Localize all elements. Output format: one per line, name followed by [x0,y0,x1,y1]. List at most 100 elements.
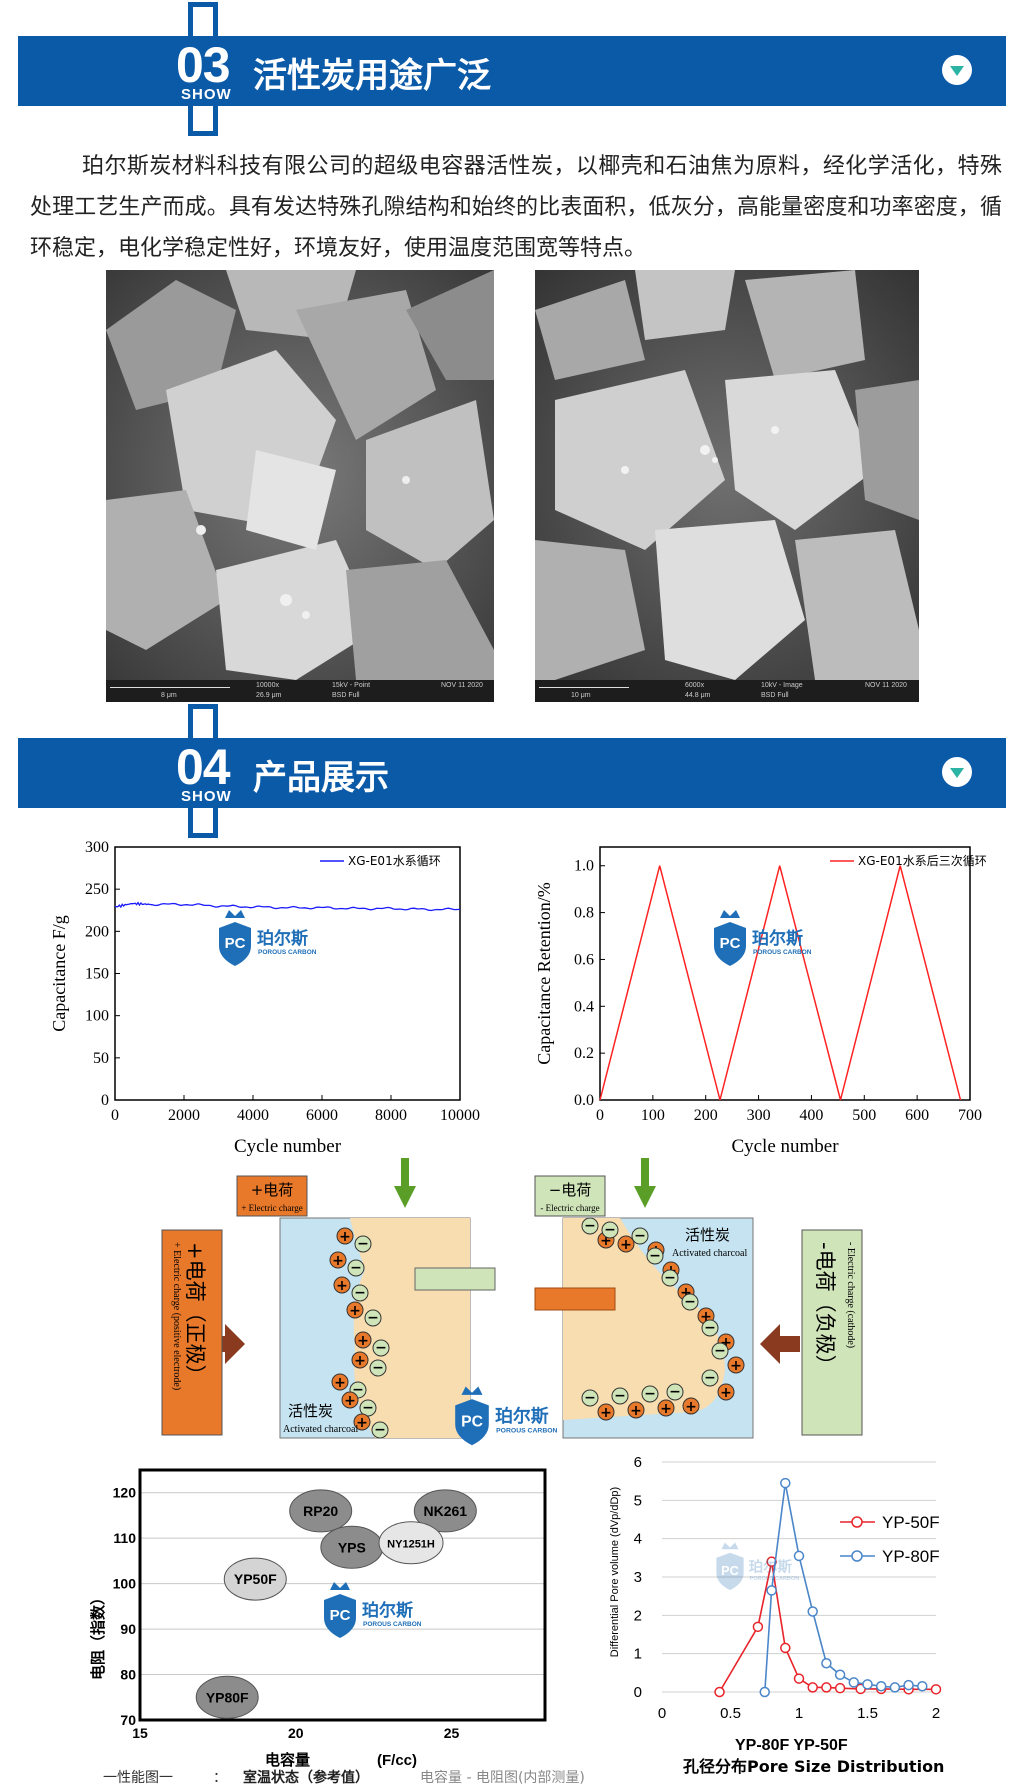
down-arrow-icon [394,1186,416,1208]
positive-charge-icon [717,1383,735,1401]
negative-charge-icon [666,1383,684,1401]
negative-sign: − [374,1422,386,1438]
right-carbon-region [563,1218,725,1420]
separator-bar-right [534,1287,616,1311]
y-tick-label: 5 [634,1492,642,1509]
sem-micrograph-2 [535,270,919,680]
x-tick-label: 2 [932,1705,940,1722]
x-tick-label: 0 [596,1107,604,1124]
negative-sign: − [350,1260,362,1276]
x-annotation: YP-80F YP-50F [735,1737,848,1754]
sem-hv-2: 10kV - Image [761,682,803,689]
x-tick-label: 10000 [440,1107,480,1124]
negative-charge-icon [661,1269,679,1287]
section3-show-label: SHOW [181,86,232,103]
right-arrow-icon [205,1324,245,1364]
positive-charge-icon [329,1251,347,1269]
y-axis-label: 电阻（指数） [89,1590,107,1680]
positive-sign: + [357,1333,369,1349]
left-charge-tag-title: +电荷 [251,1181,294,1199]
x-tick-label: 20 [288,1725,304,1741]
logo-shield-icon [716,1552,744,1591]
section3-header [18,36,1006,106]
y-tick-label: 80 [120,1667,136,1683]
series-point [834,1682,846,1694]
negative-charge-icon [601,1221,619,1239]
series-point [807,1606,818,1617]
sem-info-bar-1: 8 μm 10000x 26.9 μm 15kV - Point BSD Ful… [106,680,494,702]
x-tick-label: 1.5 [857,1705,878,1722]
x-tick-label: 25 [444,1725,460,1741]
series-point [793,1673,805,1684]
y-tick-label: 1 [634,1646,642,1663]
positive-charge-icon [333,1276,351,1294]
sem-fov-1: 26.9 μm [256,692,282,699]
series-point [834,1669,846,1680]
positive-charge-icon [627,1401,645,1419]
positive-sign: + [700,1309,712,1325]
x-tick-label: 100 [641,1107,665,1124]
y-tick-label: 2 [634,1607,642,1624]
y-tick-label: 0.0 [574,1092,594,1109]
positive-sign: + [720,1385,732,1401]
down-arrow-shaft [401,1158,409,1188]
y-tick-label: 250 [85,881,109,898]
y-tick-label: 6 [634,1454,642,1471]
positive-sign: + [680,1285,692,1301]
bubble-marker [289,1489,353,1533]
legend-label: XG-E01水系后三次循环 [858,854,987,868]
positive-charge-icon [336,1227,354,1245]
series-point [821,1682,832,1693]
positive-sign: + [332,1253,344,1269]
negative-sign: − [644,1386,656,1402]
negative-sign: − [664,1270,676,1286]
negative-charge-icon [641,1385,659,1403]
y-axis-label: Capacitance Retention/% [534,882,554,1064]
sem-date-1: NOV 11 2020 [441,682,483,689]
y-tick-label: 150 [85,966,109,983]
negative-sign: − [684,1294,696,1310]
crown-icon [461,1386,483,1395]
crown-icon [720,910,740,918]
right-charge-tag [534,1175,606,1217]
y-tick-label: 70 [120,1712,136,1728]
x-tick-label: 500 [852,1107,876,1124]
series-point [752,1621,764,1633]
series-line [599,865,962,1101]
x-tick-label: 1 [795,1705,803,1722]
positive-sign: + [334,1375,346,1391]
negative-sign: − [362,1400,374,1416]
negative-charge-icon [372,1339,390,1357]
negative-sign: − [354,1285,366,1301]
positive-sign: + [336,1278,348,1294]
section3-collapse-toggle[interactable] [942,55,972,85]
logo-mark: PC [225,935,246,952]
left-charge-tag [236,1175,308,1217]
bubble-label: YPS [338,1539,366,1555]
series-point [821,1658,832,1669]
sem-fov-2: 44.8 μm [685,692,711,699]
section3-bracket-bottom [188,106,218,136]
section4-collapse-toggle[interactable] [942,757,972,787]
section3-number: 03 [176,37,231,93]
right-electrode-label-en: - Electric charge (cathode) [845,1242,856,1348]
chart-title: 孔径分布Pore Size Distribution [683,1757,944,1776]
positive-sign: + [354,1353,366,1369]
negative-charge-icon [369,1359,387,1377]
left-material-label-en: Activated charcoal [283,1424,358,1435]
caption-part-3: 室温状态（参考值） [243,1769,369,1786]
negative-sign: − [714,1343,726,1359]
positive-charge-icon [597,1403,615,1421]
series-point [848,1677,860,1688]
negative-charge-icon [354,1235,372,1253]
logo-name: 珀尔斯 [257,928,308,949]
negative-charge-icon [701,1319,719,1337]
y-tick-label: 120 [113,1485,137,1501]
logo-mark: PC [461,1413,483,1430]
series-point [862,1679,873,1690]
y-tick-label: 110 [113,1530,136,1546]
plot-frame [599,846,971,1101]
